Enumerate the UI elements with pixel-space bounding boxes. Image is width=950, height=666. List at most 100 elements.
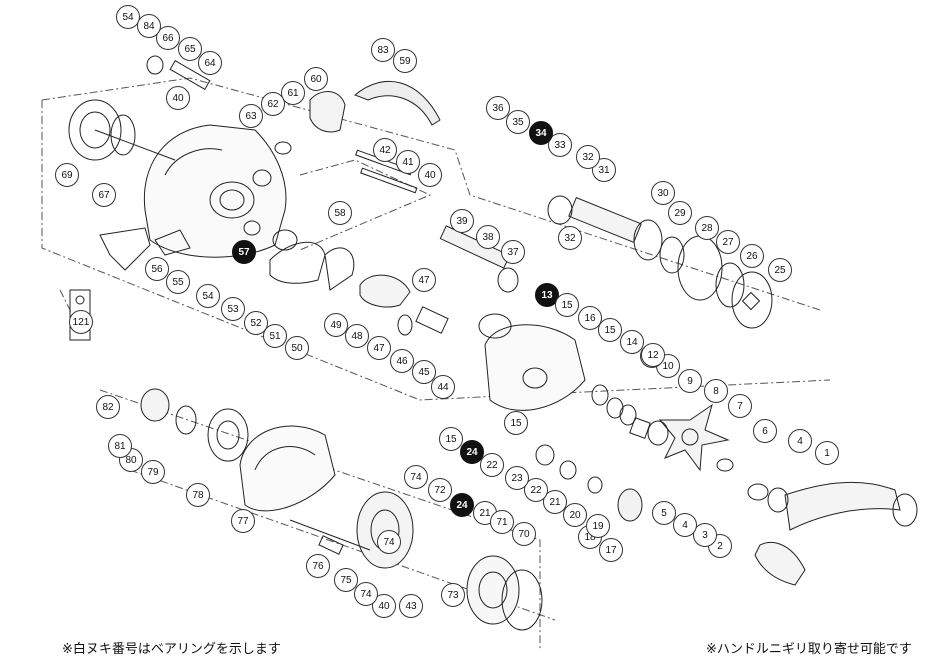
part-label-45: 45 (412, 360, 436, 384)
clutch-parts (147, 56, 345, 154)
drag-washers (536, 385, 768, 521)
part-label-16: 16 (578, 306, 602, 330)
clutch-cam (270, 230, 354, 290)
part-label-17: 17 (599, 538, 623, 562)
part-label-12: 12 (641, 343, 665, 367)
part-label-15: 15 (598, 318, 622, 342)
part-label-7: 7 (728, 394, 752, 418)
part-label-35: 35 (506, 110, 530, 134)
part-label-63: 63 (239, 104, 263, 128)
part-label-70: 70 (512, 522, 536, 546)
part-label-4: 4 (788, 429, 812, 453)
part-label-73: 73 (441, 583, 465, 607)
main-shaft (548, 196, 641, 242)
part-label-62: 62 (261, 92, 285, 116)
part-label-34: 34 (529, 121, 553, 145)
part-label-39: 39 (450, 209, 474, 233)
part-label-37: 37 (501, 240, 525, 264)
part-label-27: 27 (716, 230, 740, 254)
part-label-50: 50 (285, 336, 309, 360)
part-label-83: 83 (371, 38, 395, 62)
part-label-24: 24 (450, 493, 474, 517)
part-label-78: 78 (186, 483, 210, 507)
part-label-47: 47 (367, 336, 391, 360)
handle-arm (755, 482, 917, 585)
part-label-23: 23 (505, 466, 529, 490)
bearing-note: ※白ヌキ番号はベアリングを示します (62, 642, 281, 657)
part-label-84: 84 (137, 14, 161, 38)
part-label-74: 74 (404, 465, 428, 489)
part-label-76: 76 (306, 554, 330, 578)
part-label-47: 47 (412, 268, 436, 292)
part-label-30: 30 (651, 181, 675, 205)
part-label-80: 80 (119, 448, 143, 472)
part-label-40: 40 (418, 163, 442, 187)
part-label-64: 64 (198, 51, 222, 75)
part-label-56: 56 (145, 257, 169, 281)
part-label-6: 6 (753, 419, 777, 443)
part-label-15: 15 (555, 293, 579, 317)
part-label-32: 32 (558, 226, 582, 250)
part-label-5: 5 (652, 501, 676, 525)
part-label-60: 60 (304, 67, 328, 91)
part-label-53: 53 (221, 297, 245, 321)
star-drag (660, 405, 728, 470)
part-label-28: 28 (695, 216, 719, 240)
part-label-79: 79 (141, 460, 165, 484)
part-label-82: 82 (96, 395, 120, 419)
brake-assembly (141, 389, 248, 461)
part-label-15: 15 (439, 427, 463, 451)
part-label-38: 38 (476, 225, 500, 249)
side-pieces (100, 228, 190, 270)
part-label-75: 75 (334, 568, 358, 592)
part-label-74: 74 (377, 530, 401, 554)
left-side-plate (69, 100, 175, 160)
part-label-48: 48 (345, 324, 369, 348)
part-label-42: 42 (373, 138, 397, 162)
part-label-46: 46 (390, 349, 414, 373)
thumb-bar (355, 81, 440, 125)
part-label-51: 51 (263, 324, 287, 348)
right-side-plate (479, 314, 585, 410)
part-label-41: 41 (396, 150, 420, 174)
part-label-26: 26 (740, 244, 764, 268)
part-label-25: 25 (768, 258, 792, 282)
part-label-29: 29 (668, 201, 692, 225)
spool-cover (467, 556, 542, 630)
handle-note: ※ハンドルニギリ取り寄せ可能です (706, 642, 912, 657)
part-label-4: 4 (673, 513, 697, 537)
part-label-121: 121 (69, 310, 93, 334)
part-label-3: 3 (693, 523, 717, 547)
part-label-52: 52 (244, 311, 268, 335)
right-side-cover (240, 426, 335, 511)
part-label-57: 57 (232, 240, 256, 264)
part-label-9: 9 (678, 369, 702, 393)
part-label-55: 55 (166, 270, 190, 294)
part-label-15: 15 (504, 411, 528, 435)
part-label-71: 71 (490, 510, 514, 534)
part-label-40: 40 (372, 594, 396, 618)
part-label-32: 32 (576, 145, 600, 169)
part-label-54: 54 (196, 284, 220, 308)
part-label-43: 43 (399, 594, 423, 618)
part-label-24: 24 (460, 440, 484, 464)
part-label-61: 61 (281, 81, 305, 105)
part-label-77: 77 (231, 509, 255, 533)
part-label-8: 8 (704, 379, 728, 403)
part-label-1: 1 (815, 441, 839, 465)
part-label-19: 19 (586, 514, 610, 538)
part-label-44: 44 (431, 375, 455, 399)
part-label-14: 14 (620, 330, 644, 354)
part-label-72: 72 (428, 478, 452, 502)
part-label-81: 81 (108, 434, 132, 458)
part-label-59: 59 (393, 49, 417, 73)
part-label-49: 49 (324, 313, 348, 337)
part-label-74: 74 (354, 582, 378, 606)
frame-body (144, 125, 286, 257)
part-label-36: 36 (486, 96, 510, 120)
part-label-20: 20 (563, 503, 587, 527)
pinion-yoke (360, 275, 448, 335)
part-label-22: 22 (480, 453, 504, 477)
part-label-58: 58 (328, 201, 352, 225)
